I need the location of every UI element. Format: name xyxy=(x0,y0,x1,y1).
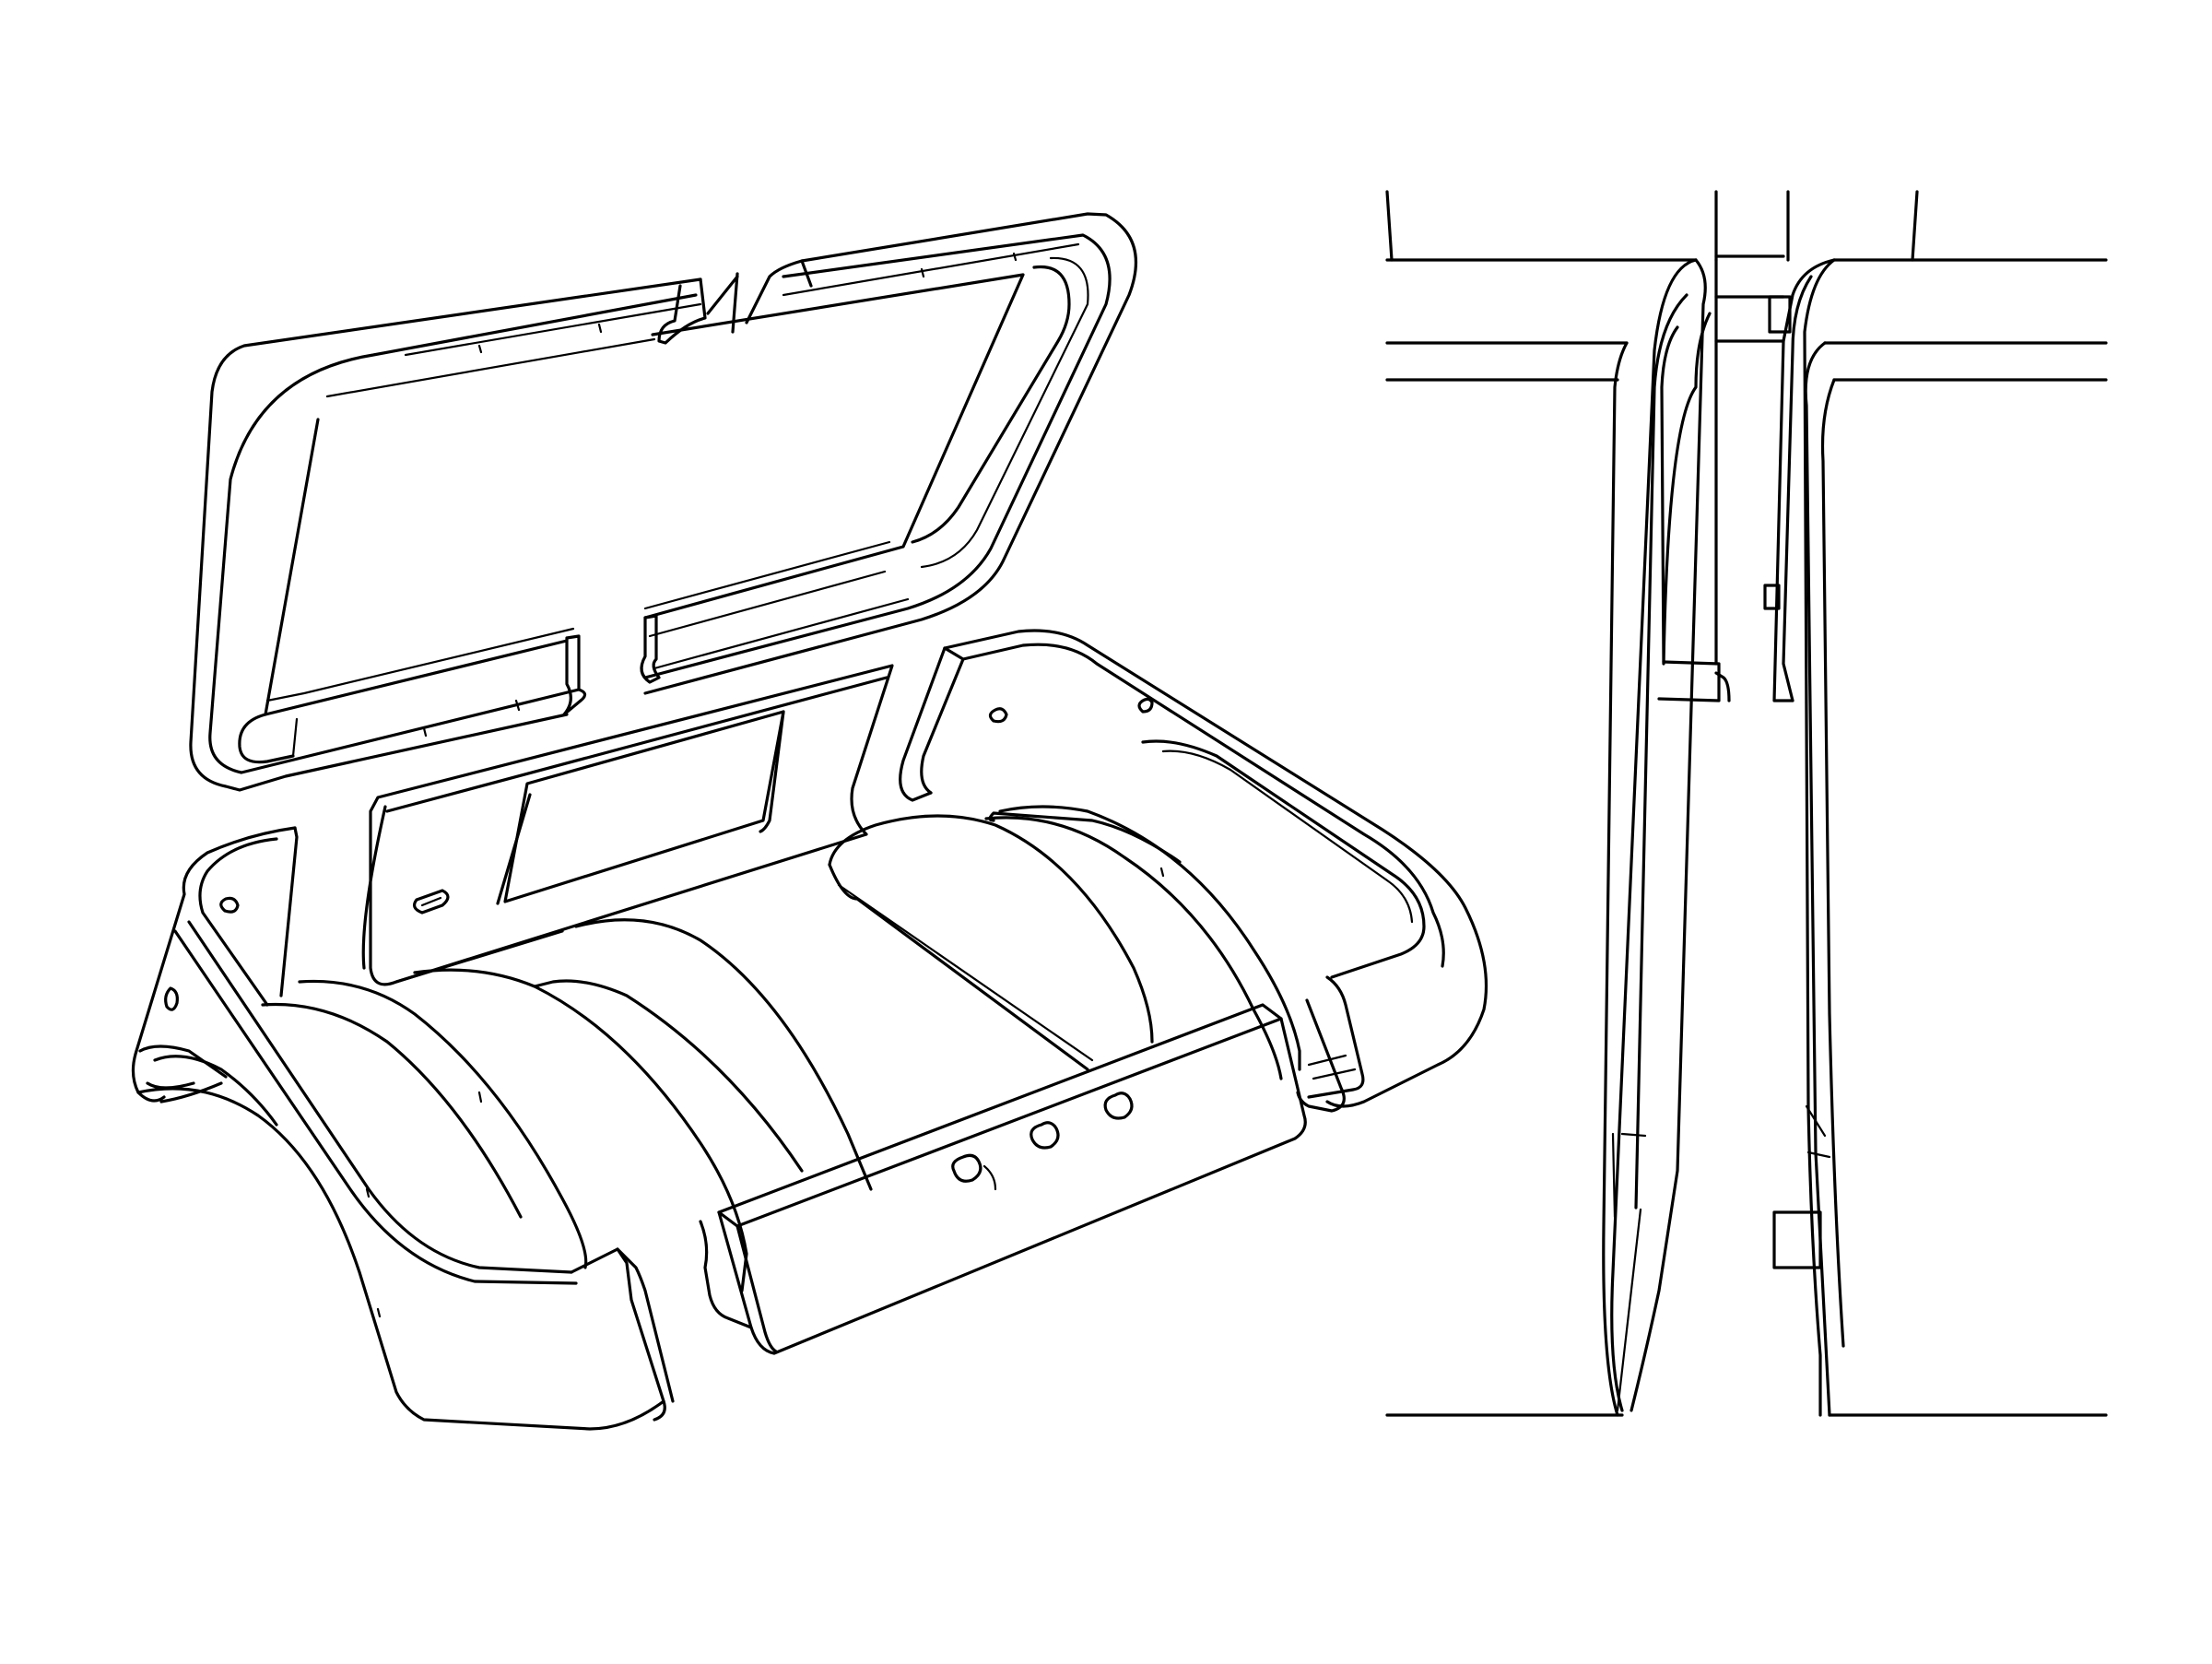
section-view xyxy=(1385,190,2108,1417)
right-side-wall xyxy=(899,629,1488,1113)
back-panel xyxy=(361,664,894,986)
front-rail xyxy=(699,1003,1307,1355)
lid-frame xyxy=(189,212,1137,792)
left-side-wall xyxy=(131,826,675,1431)
central-drum xyxy=(261,805,1301,1292)
exploded-isometric-view xyxy=(131,212,1488,1431)
